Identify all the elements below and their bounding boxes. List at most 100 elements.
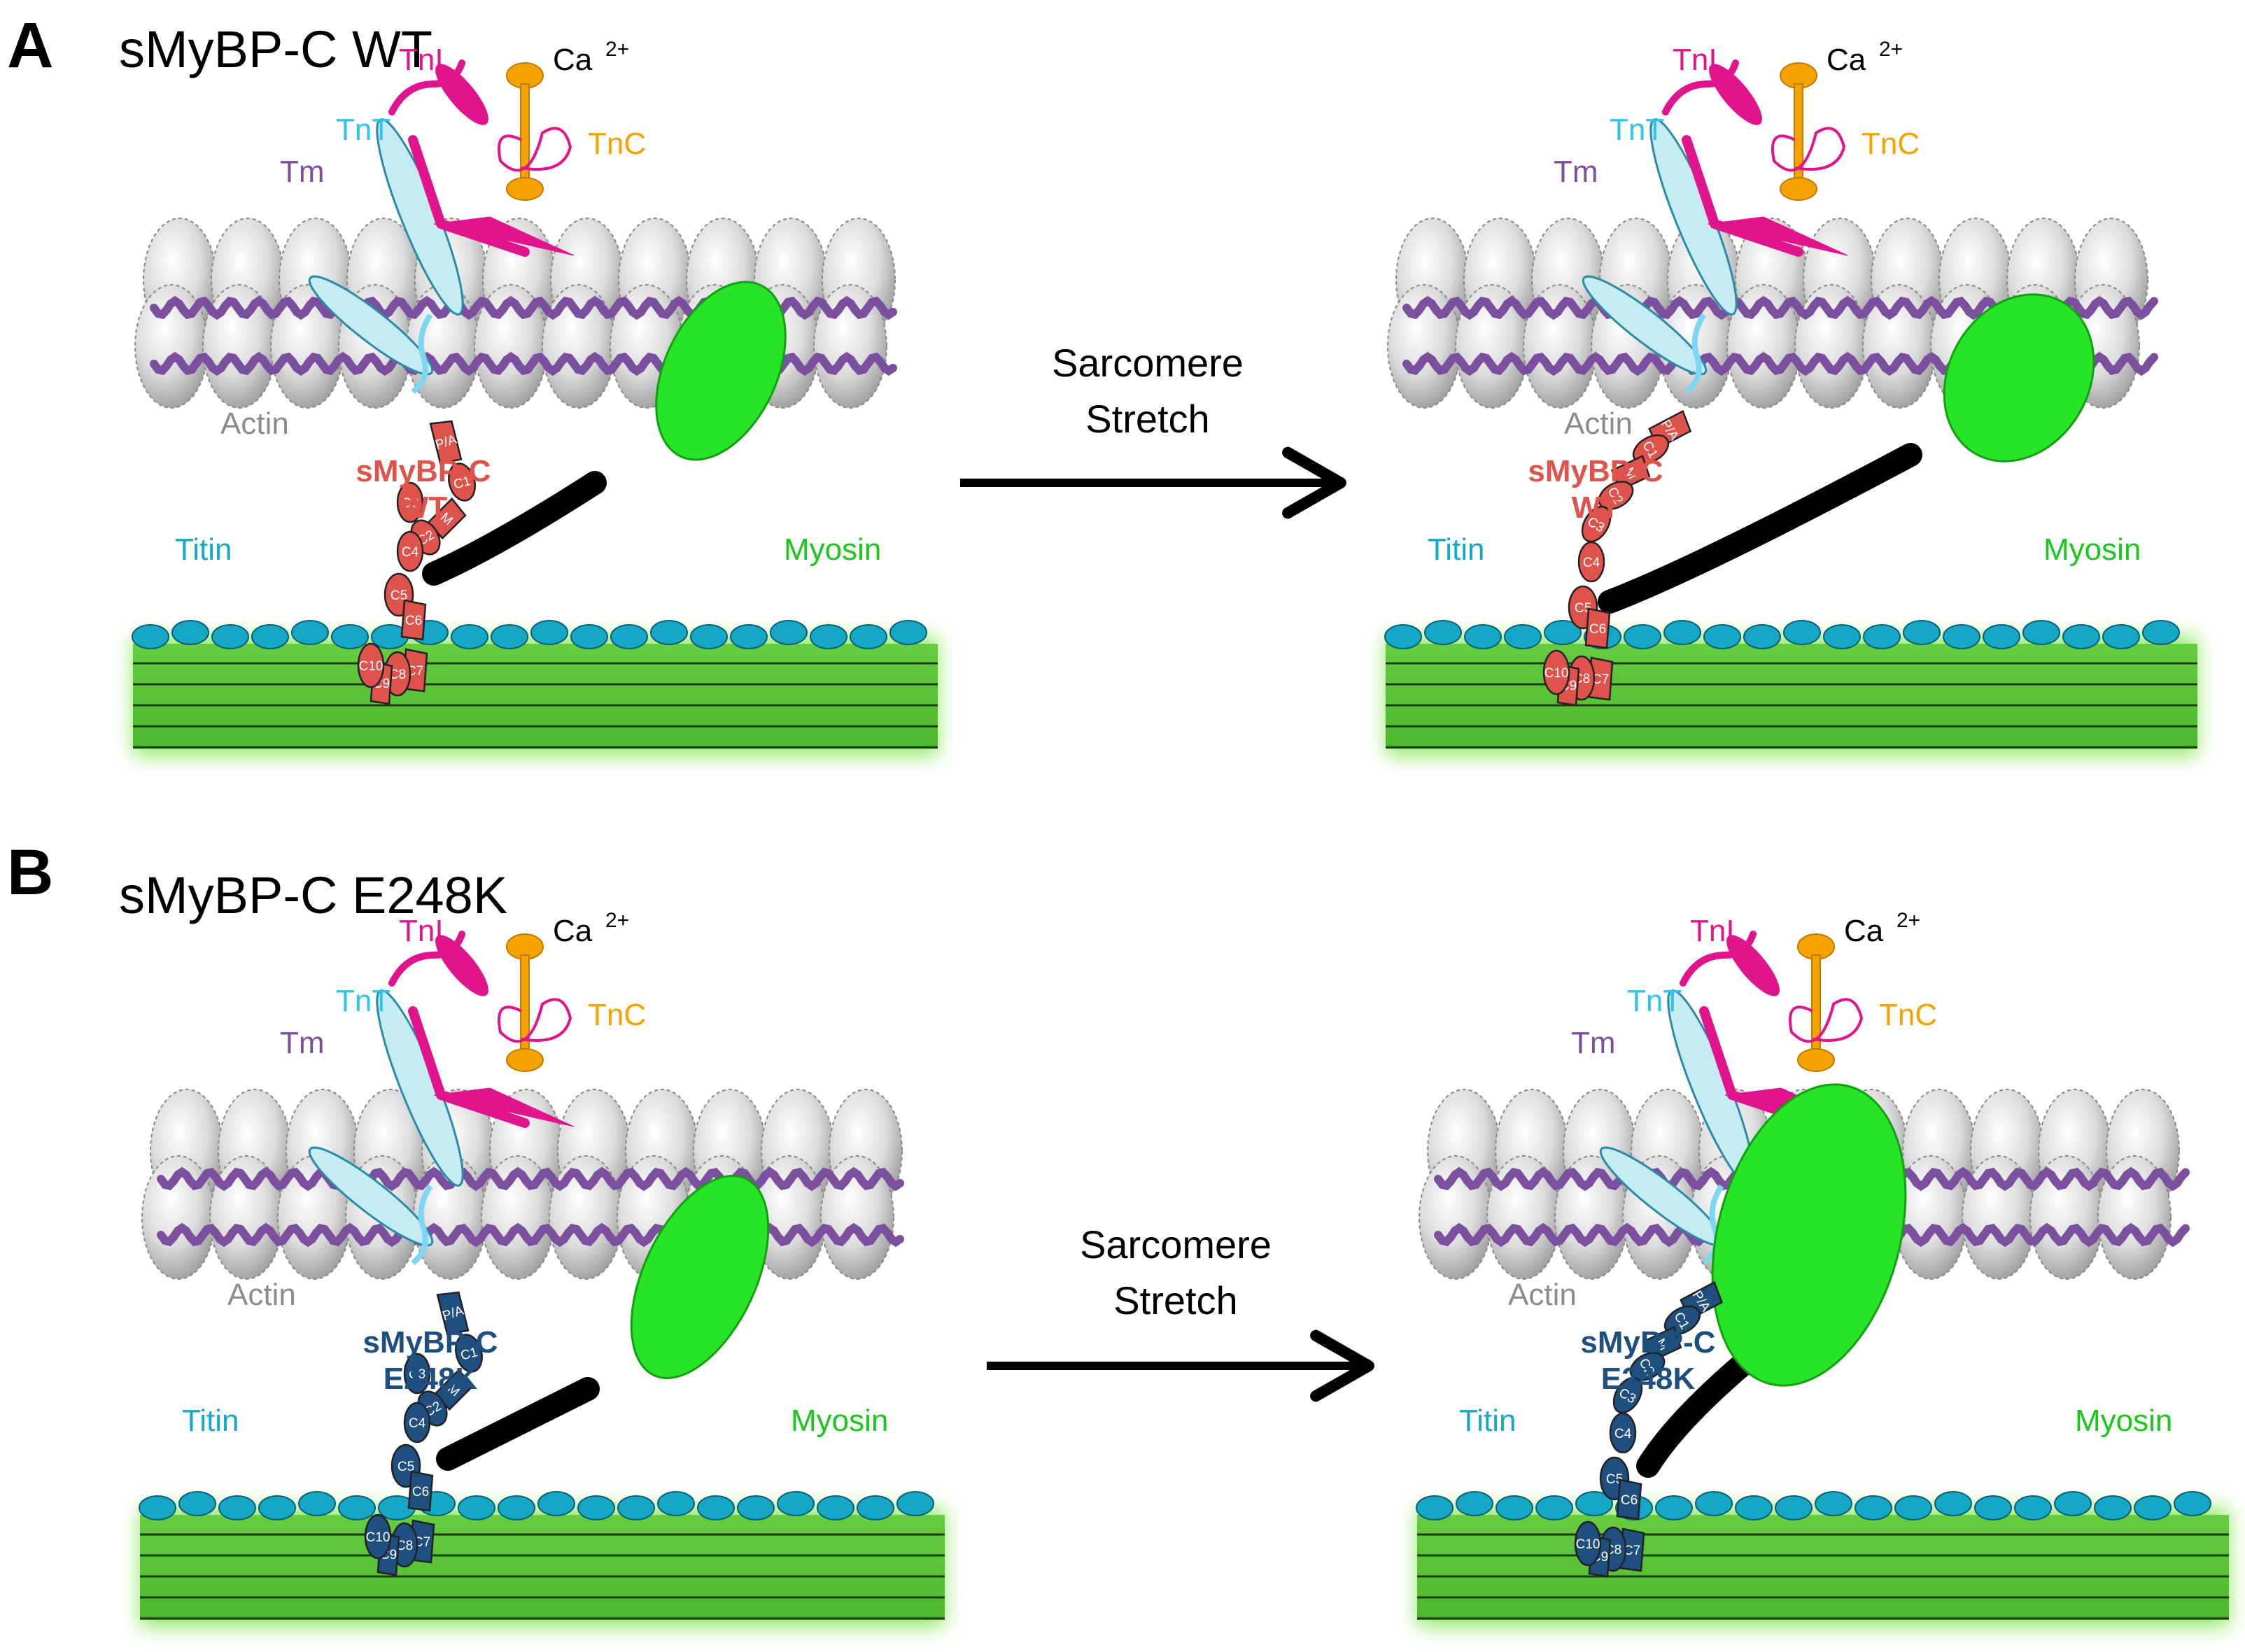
domain-shape <box>448 463 476 502</box>
domain-shape <box>1584 607 1611 649</box>
tni-domain <box>435 935 488 996</box>
tnc-helix <box>1794 83 1803 190</box>
panel-b-title: sMyBP-C E248K <box>119 866 507 924</box>
titin-bead <box>491 624 528 649</box>
titin-bead <box>139 1495 176 1520</box>
titin-bead <box>1783 620 1821 645</box>
titin-bead <box>1544 620 1582 645</box>
panel-a-header: A sMyBP-C WT <box>7 10 432 81</box>
tnt-linker <box>411 313 433 395</box>
titin-bead <box>1456 1491 1493 1516</box>
domain-label: C5 <box>397 1460 414 1474</box>
domain-c1: C1 <box>455 1334 483 1373</box>
titin-bead <box>1903 620 1941 645</box>
titin-bead <box>1464 624 1502 649</box>
tnt-label: TnT <box>1627 984 1682 1018</box>
domain-c7: C7 <box>1619 1527 1645 1572</box>
titin-bead <box>2094 1495 2132 1520</box>
tnt-linker <box>1684 313 1707 395</box>
tni-label: TnI <box>1690 914 1735 948</box>
titin-bead <box>2062 624 2100 649</box>
titin-bead <box>1894 1495 1932 1520</box>
protein-label-line2: WT <box>400 490 448 525</box>
domain-pa: P/A <box>436 1291 470 1336</box>
domain-label: C8 <box>389 668 406 682</box>
domain-label: C4 <box>402 545 419 560</box>
titin-bead <box>889 620 927 645</box>
titin-bead <box>1855 1495 1892 1520</box>
titin-bead <box>770 620 808 645</box>
actin-label: Actin <box>1508 1278 1577 1312</box>
titin-bead <box>617 1495 655 1520</box>
tnc-c-lobe <box>1780 177 1817 201</box>
domain-shape <box>1598 481 1634 510</box>
titin-bead <box>132 624 169 649</box>
thick-filament <box>1417 1508 2229 1627</box>
panel-a-title: sMyBP-C WT <box>119 20 432 78</box>
titin-bead <box>291 620 329 645</box>
domain-label: C4 <box>1614 1427 1632 1441</box>
arrow-b: Sarcomere Stretch <box>987 1222 1374 1402</box>
myosin-head <box>1711 1083 1907 1387</box>
titin-bead <box>657 1491 695 1516</box>
tnc-helix <box>520 954 530 1061</box>
domain-c2: C2 <box>1629 1352 1666 1381</box>
arrow-a: Sarcomere Stretch <box>960 341 1346 519</box>
domain-c4: C4 <box>396 530 424 572</box>
titin-bead <box>1934 1491 1972 1516</box>
domain-label: C5 <box>1575 601 1591 616</box>
titin-bead <box>1655 1495 1693 1520</box>
ca-label: Ca <box>1827 43 1866 77</box>
tnt-linker <box>411 1184 433 1266</box>
myosin-lever <box>436 1377 600 1471</box>
titin-bead <box>1823 624 1861 649</box>
domain-label: C10 <box>1544 666 1569 681</box>
domain-c3: C3 <box>1581 505 1612 543</box>
actin-label: Actin <box>220 407 289 441</box>
domain-label: C4 <box>409 1416 426 1431</box>
domain-c4: C4 <box>1609 1412 1637 1454</box>
tnt-label: TnT <box>1610 113 1664 147</box>
titin-bead <box>2174 1491 2211 1516</box>
domain-label: C3 <box>402 496 418 511</box>
titin-bead <box>730 624 768 649</box>
myosin-label: Myosin <box>2043 532 2141 567</box>
ca-label: Ca <box>553 43 593 77</box>
titin-label: Titin <box>175 532 232 567</box>
titin-bead <box>338 1495 376 1520</box>
actin-filament <box>1387 218 2148 409</box>
titin-bead <box>1624 624 1661 649</box>
domain-label: C4 <box>1583 556 1600 570</box>
titin-bead <box>211 624 249 649</box>
titin-bead <box>2134 1495 2172 1520</box>
tnc-label: TnC <box>1862 127 1920 161</box>
titin-bead <box>850 624 887 649</box>
titin-bead <box>857 1495 894 1520</box>
titin-bead <box>1416 1495 1454 1520</box>
tni-loop <box>1771 127 1846 172</box>
domain-c10: C10 <box>364 1513 392 1560</box>
tni-loop <box>1789 998 1864 1043</box>
thick-filament <box>133 637 938 756</box>
domain-c1: C1 <box>448 463 476 502</box>
tnt-label: TnT <box>336 984 390 1018</box>
domain-m: M <box>434 1368 474 1411</box>
thick-filament <box>140 1508 945 1627</box>
titin-label: Titin <box>1428 532 1485 567</box>
domain-m: M <box>427 497 467 540</box>
titin-bead <box>697 1495 735 1520</box>
domain-shape <box>407 1470 434 1512</box>
domain-label: C10 <box>366 1530 390 1545</box>
protein-label-line2: E248K <box>1601 1362 1696 1396</box>
ca-superscript: 2+ <box>1879 38 1903 61</box>
titin-bead <box>1863 624 1901 649</box>
myosin-label: Myosin <box>791 1404 888 1438</box>
domain-c6: C6 <box>1584 607 1611 649</box>
titin-bead <box>1735 1495 1773 1520</box>
